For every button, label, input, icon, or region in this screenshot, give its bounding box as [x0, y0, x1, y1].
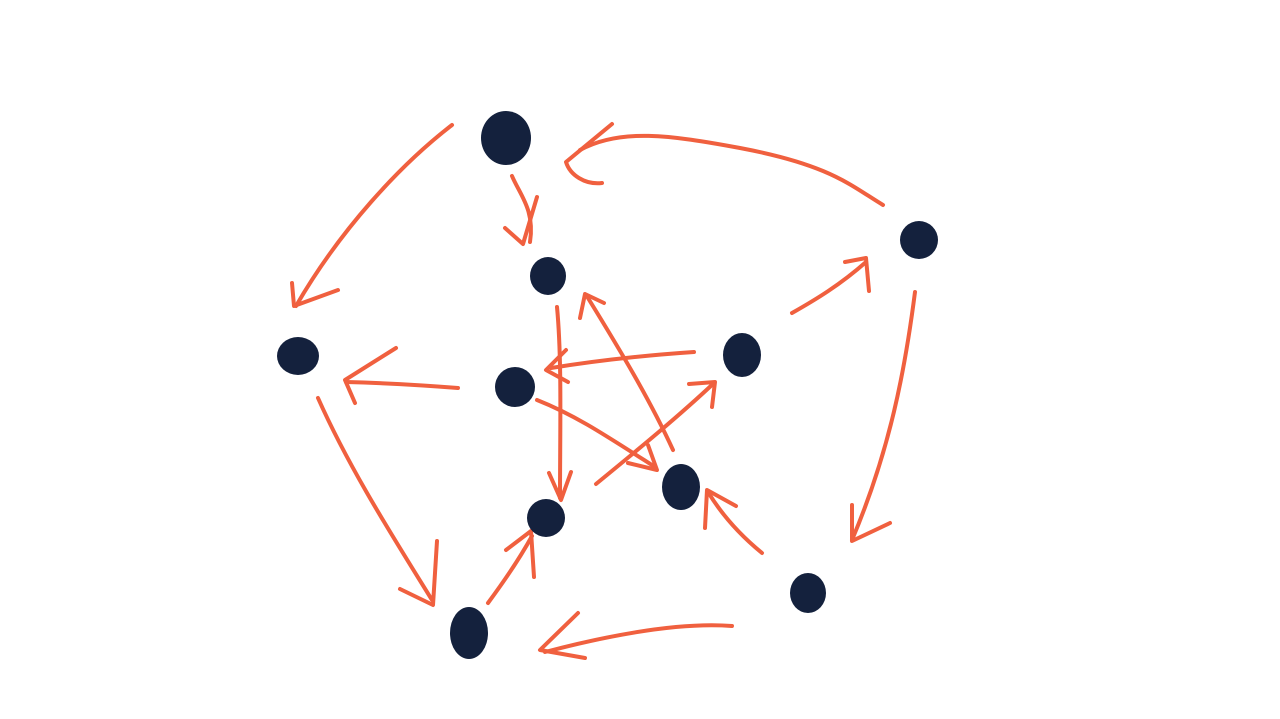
node-inner-right	[723, 333, 761, 377]
node-inner-top	[530, 257, 566, 295]
edge-inner-bottom-right-to-inner-top	[578, 292, 675, 452]
edge-line	[594, 381, 716, 486]
edge-outer-right-to-outer-top	[564, 122, 885, 207]
node-outer-bottom-left	[450, 607, 488, 659]
arrowhead	[503, 195, 539, 246]
arrowhead	[703, 488, 738, 530]
edge-outer-top-to-inner-top	[503, 174, 539, 246]
node-inner-bottom-right	[662, 464, 700, 510]
edge-line	[543, 623, 734, 654]
arrowhead	[626, 443, 659, 472]
edge-outer-left-to-outer-bottom-left	[316, 396, 439, 607]
edge-line	[555, 305, 563, 500]
edge-line	[578, 133, 885, 207]
arrowhead	[578, 292, 606, 320]
arrowhead	[398, 539, 439, 607]
edge-line	[486, 534, 534, 605]
node-outer-bottom-right	[790, 573, 826, 613]
edge-inner-left-to-inner-bottom-right	[535, 398, 659, 472]
node-outer-top	[481, 111, 531, 165]
arrowhead	[538, 611, 587, 660]
edge-line	[706, 490, 764, 555]
edge-line	[294, 123, 454, 308]
nodes-layer	[277, 111, 938, 659]
arrowhead	[504, 529, 536, 579]
arrowhead	[843, 256, 871, 293]
edge-line	[850, 290, 917, 542]
edge-outer-top-to-outer-left	[290, 123, 454, 308]
edge-outer-bottom-right-to-outer-bottom-left	[538, 611, 734, 660]
edge-outer-bottom-left-to-inner-bottom-left	[486, 529, 536, 605]
arrowhead	[544, 348, 570, 384]
edge-line	[510, 174, 533, 244]
arrowhead	[687, 380, 717, 409]
node-outer-right	[900, 221, 938, 259]
edge-inner-left-to-outer-left	[343, 346, 460, 405]
edge-line	[790, 260, 868, 315]
arrowhead	[850, 503, 892, 543]
edge-line	[344, 380, 460, 390]
arrowhead	[343, 346, 398, 405]
edge-line	[586, 296, 675, 452]
arrowhead	[290, 281, 340, 308]
node-inner-bottom-left	[527, 499, 565, 537]
node-outer-left	[277, 337, 319, 375]
edge-outer-bottom-right-to-inner-bottom-right	[703, 488, 764, 555]
edge-inner-top-to-inner-bottom-left	[547, 305, 573, 502]
edge-line	[535, 398, 657, 469]
edges-layer	[290, 122, 917, 660]
node-inner-left	[495, 367, 535, 407]
edge-inner-bottom-left-to-inner-right	[594, 380, 717, 486]
edge-inner-right-to-outer-right	[790, 256, 871, 315]
edge-line	[316, 396, 434, 602]
edge-outer-right-to-outer-bottom-right	[850, 290, 917, 543]
arrowhead	[547, 470, 573, 502]
arrowhead	[564, 122, 614, 186]
